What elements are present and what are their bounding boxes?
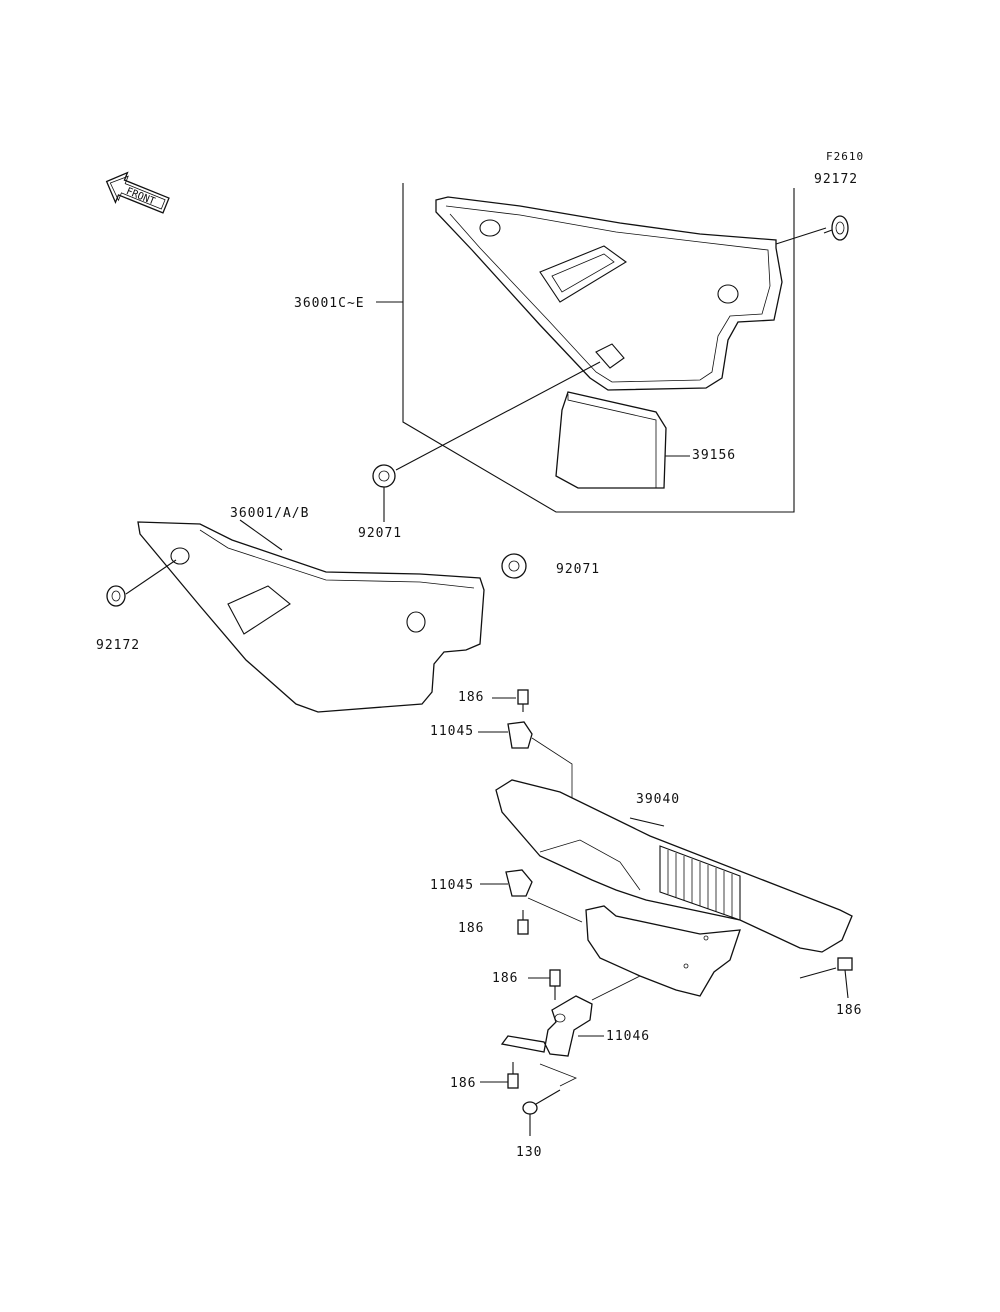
clamp-11045-a <box>478 721 573 834</box>
label-11046: 11046 <box>606 1029 651 1044</box>
leader-92071-a <box>395 361 601 471</box>
bolt-186-a <box>492 689 529 712</box>
grommet-92071-a <box>372 464 396 488</box>
label-186-c: 186 <box>492 971 519 986</box>
label-39040: 39040 <box>636 792 681 807</box>
label-39156: 39156 <box>692 448 737 463</box>
label-36001-ce: 36001C~E <box>294 296 365 311</box>
leader-92172-left <box>125 559 177 595</box>
leader-92172-top <box>775 227 827 245</box>
label-186-a: 186 <box>458 690 485 705</box>
pad-39156 <box>555 391 667 489</box>
screw-92172-top <box>823 215 849 241</box>
group-bracket <box>376 183 795 513</box>
bolt-130 <box>522 1089 561 1136</box>
label-92071-b: 92071 <box>556 562 601 577</box>
bolt-186-e <box>480 1062 519 1089</box>
label-92172-left: 92172 <box>96 638 141 653</box>
label-92172-top: 92172 <box>814 172 859 187</box>
bolt-186-c <box>528 969 561 1000</box>
label-186-b: 186 <box>458 921 485 936</box>
grommet-92071-b <box>501 553 527 579</box>
bolt-186-d <box>799 957 853 999</box>
screw-92172-left <box>106 585 126 607</box>
side-cover-upper <box>435 196 783 391</box>
label-36001-ab: 36001/A/B <box>230 506 310 521</box>
label-186-d: 186 <box>836 1003 863 1018</box>
label-11045-a: 11045 <box>430 724 475 739</box>
bracket-11046 <box>500 975 641 1087</box>
chain-guard-39040 <box>495 779 853 997</box>
label-11045-b: 11045 <box>430 878 475 893</box>
side-cover-lower <box>137 519 485 713</box>
figure-code: F2610 <box>826 150 865 163</box>
bolt-186-b <box>517 910 529 935</box>
label-130: 130 <box>516 1145 543 1160</box>
front-arrow-icon: FRONT <box>105 171 170 214</box>
clamp-11045-b <box>480 869 583 923</box>
label-186-e: 186 <box>450 1076 477 1091</box>
label-92071-a: 92071 <box>358 526 403 541</box>
